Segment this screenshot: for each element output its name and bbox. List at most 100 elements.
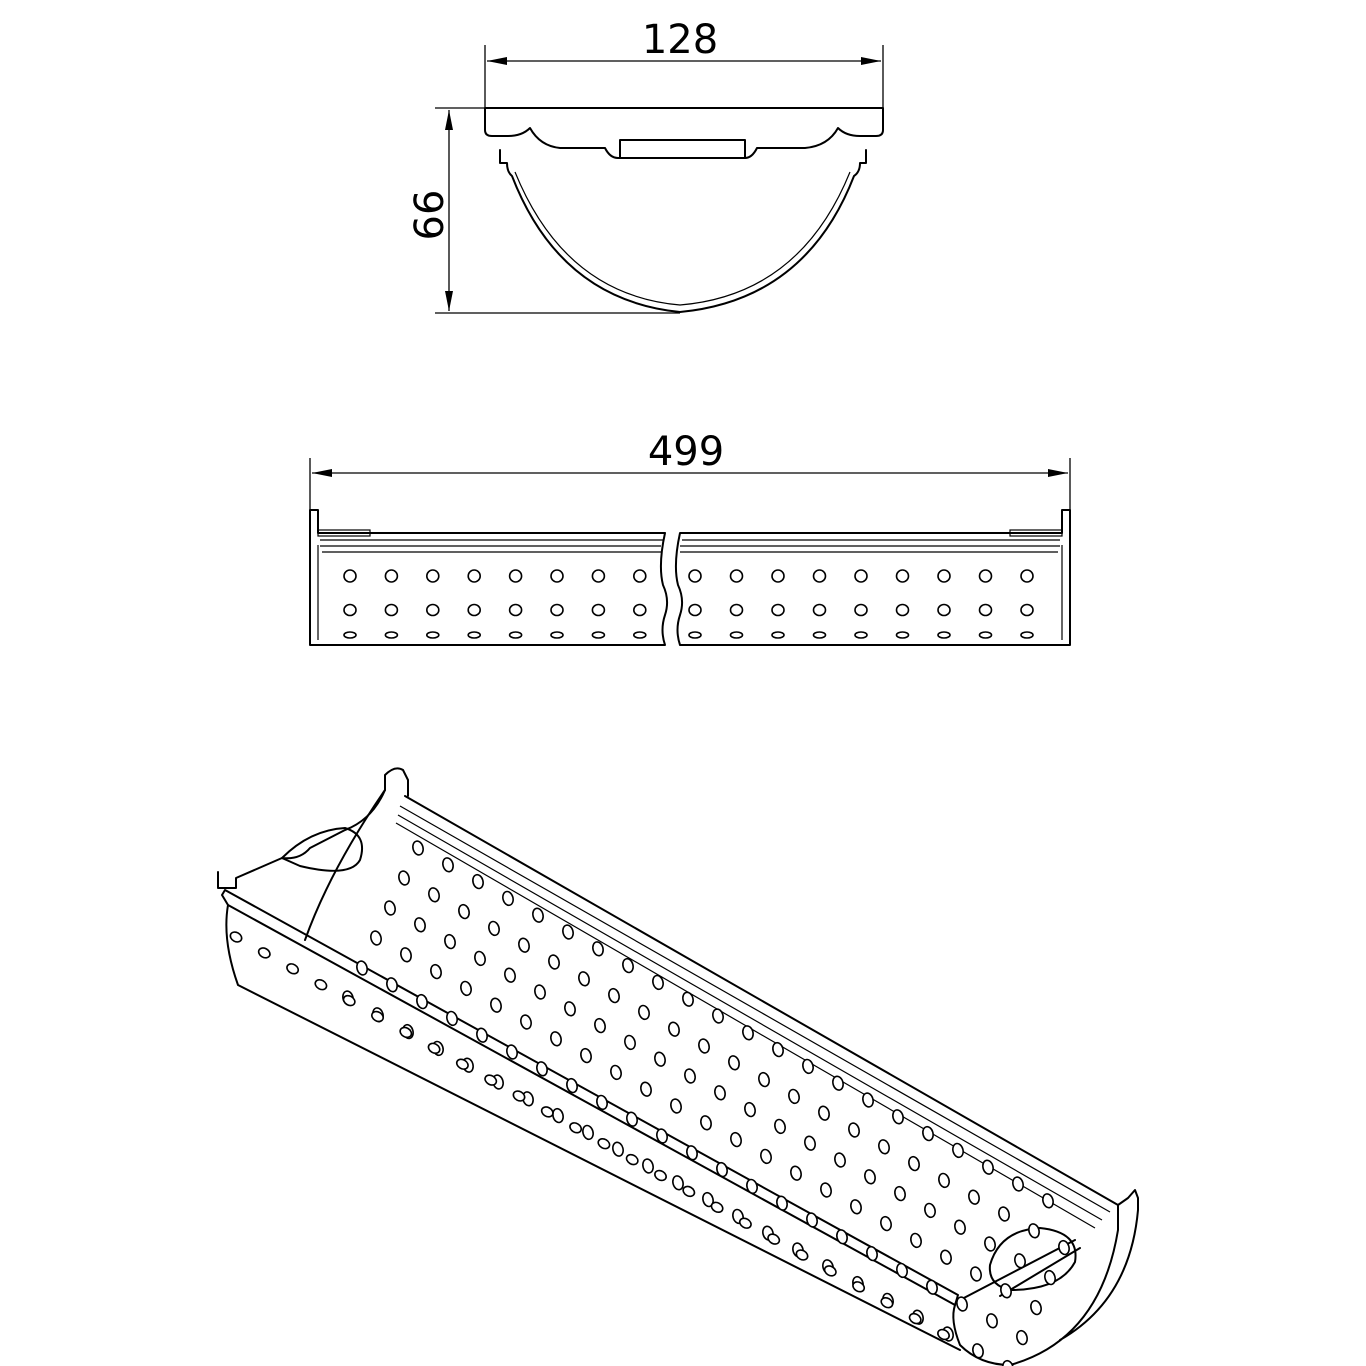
perforation-hole (578, 971, 590, 987)
back-rim-lines (395, 805, 1111, 1229)
perforation-hole (978, 569, 993, 583)
perforation-hole (532, 907, 544, 923)
perforation-hole (895, 631, 910, 639)
perforation-hole (684, 1068, 696, 1084)
perforation-hole (356, 960, 368, 976)
perforation-hole (425, 631, 440, 639)
perforation-hole (564, 1001, 576, 1017)
perforation-hole (832, 1075, 844, 1091)
perforation-hole (552, 1107, 564, 1124)
perforation-hole (594, 1017, 606, 1034)
left-end-cutout (281, 827, 364, 872)
perforation-hole (952, 1142, 964, 1159)
perforation-hole (608, 987, 620, 1004)
perforation-hole (512, 1090, 526, 1102)
perforation-hole (682, 1185, 696, 1198)
perforation-hole (688, 603, 702, 617)
perforation-hole (820, 1182, 832, 1198)
perforation-hole (580, 1047, 592, 1064)
perforation-hole (518, 937, 530, 953)
perforation-hole (490, 997, 502, 1013)
perforation-hole (688, 631, 702, 639)
perforation-hole (569, 1122, 583, 1134)
perforation-hole (430, 963, 442, 980)
lip-holes (229, 931, 950, 1341)
perforation-hole (771, 603, 785, 617)
perforation-hole (625, 1153, 639, 1166)
perforation-hole (922, 1125, 934, 1142)
perforation-hole (788, 1088, 800, 1105)
perforation-hole (654, 1169, 667, 1182)
side-left-half (309, 509, 669, 646)
perforation-hole (956, 1296, 968, 1312)
perforation-hole (880, 1215, 892, 1232)
perforation-hole (632, 603, 647, 617)
perforation-hole (698, 1038, 710, 1054)
right-end-bottom (952, 1304, 1011, 1366)
perforation-hole (548, 954, 560, 970)
perforation-hole (656, 1128, 668, 1144)
perforation-hole (1030, 1299, 1042, 1316)
perforation-hole (257, 947, 271, 959)
perforation-hole (795, 1249, 809, 1261)
perforation-hole (472, 873, 484, 890)
perforation-hole (848, 1122, 860, 1138)
perforation-hole (342, 994, 356, 1007)
perforation-hole (804, 1135, 816, 1151)
perforation-hole (728, 1055, 740, 1071)
perforation-hole (343, 569, 357, 583)
perforation-hole (550, 603, 564, 617)
perforation-hole (638, 1004, 650, 1021)
perforation-hole (384, 631, 399, 639)
perforation-hole (536, 1061, 548, 1077)
perforation-hole (854, 603, 868, 617)
perforation-hole (467, 569, 482, 583)
perforation-hole (926, 1279, 938, 1295)
side-view: 499 (309, 429, 1071, 646)
perforation-hole (596, 1094, 608, 1111)
perforation-hole (776, 1195, 788, 1211)
perforation-hole (818, 1105, 830, 1121)
height-dimension-label: 66 (407, 190, 453, 241)
perforation-hole (686, 1145, 698, 1161)
length-dimension-label: 499 (648, 429, 724, 475)
perforation-hole (508, 603, 523, 617)
perforation-hole (894, 1185, 906, 1202)
perforation-hole (998, 1206, 1010, 1222)
perforation-hole (534, 984, 546, 1000)
perforation-hole (540, 1106, 554, 1118)
perforation-hole (700, 1115, 712, 1131)
perforation-hole (384, 900, 396, 916)
perforation-hole (442, 857, 454, 873)
perforation-hole (982, 1159, 994, 1175)
perforation-hole (428, 887, 440, 903)
perforation-hole (937, 603, 951, 617)
iso-holes (342, 840, 1070, 1366)
perforation-hole (229, 931, 243, 943)
perforation-hole (1012, 1176, 1024, 1192)
perforation-hole (812, 603, 827, 617)
perforation-hole (937, 631, 951, 639)
perforation-hole (640, 1081, 652, 1097)
perforation-hole (474, 950, 486, 967)
perforation-hole (550, 631, 564, 639)
perforation-hole (550, 569, 564, 583)
perforation-hole (484, 1074, 498, 1086)
perforation-hole (729, 603, 744, 617)
perforation-hole (425, 603, 440, 617)
perforation-hole (834, 1152, 846, 1168)
perforation-hole (738, 1217, 752, 1229)
perforation-hole (866, 1245, 878, 1262)
perforation-hole (652, 974, 664, 991)
perforation-hole (467, 603, 482, 617)
perforation-hole (444, 933, 456, 950)
perforation-hole (668, 1021, 680, 1037)
perforation-hole (399, 1026, 413, 1039)
profile-outline (484, 107, 884, 159)
perforation-hole (954, 1219, 966, 1235)
perforation-hole (504, 967, 516, 983)
perforation-hole (610, 1064, 622, 1081)
perforation-hole (427, 1042, 441, 1055)
perforation-hole (790, 1165, 802, 1181)
perforation-hole (710, 1201, 724, 1214)
